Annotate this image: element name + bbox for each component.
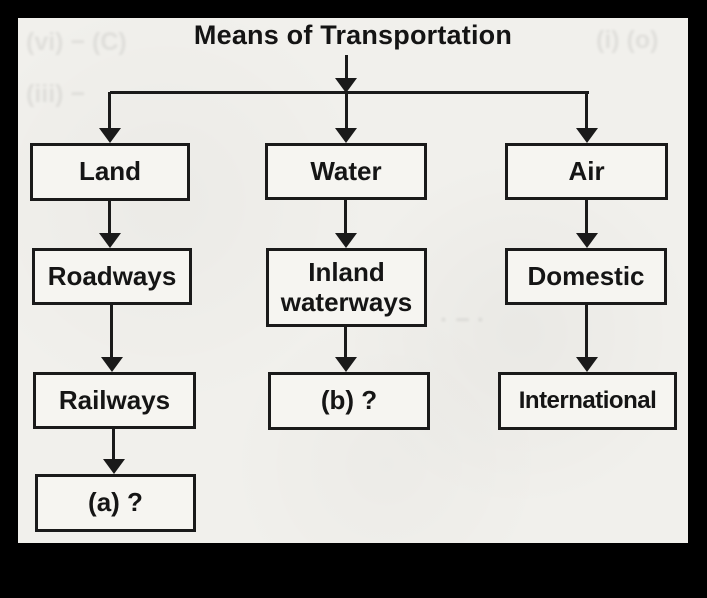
arrowhead-icon [99, 128, 121, 143]
bleedthrough-text: (i) (o) [596, 26, 659, 54]
connector-line [108, 201, 111, 233]
arrowhead-icon [99, 233, 121, 248]
connector-line [108, 92, 111, 128]
branch-rail-line [110, 91, 589, 94]
arrowhead-icon [101, 357, 123, 372]
arrowhead-icon [103, 459, 125, 474]
connector-line [585, 200, 588, 233]
connector-line [344, 327, 347, 357]
node-international: International [498, 372, 677, 430]
connector-line [345, 55, 348, 78]
connector-line [110, 305, 113, 357]
connector-line [112, 429, 115, 459]
node-domestic: Domestic [505, 248, 667, 305]
connector-line [345, 92, 348, 128]
arrowhead-icon [335, 78, 357, 93]
node-inland-waterways: Inland waterways [266, 248, 427, 327]
bleedthrough-text: (vi) − (C) [26, 28, 127, 56]
node-b-unknown: (b) ? [268, 372, 430, 430]
node-water: Water [265, 143, 427, 200]
bleedthrough-text: · − · [440, 306, 486, 334]
arrowhead-icon [335, 233, 357, 248]
diagram-title: Means of Transportation [193, 20, 513, 50]
node-a-unknown: (a) ? [35, 474, 196, 532]
connector-line [585, 305, 588, 357]
connector-line [585, 92, 588, 128]
node-land: Land [30, 143, 190, 201]
arrowhead-icon [335, 128, 357, 143]
arrowhead-icon [335, 357, 357, 372]
node-roadways: Roadways [32, 248, 192, 305]
arrowhead-icon [576, 357, 598, 372]
arrowhead-icon [576, 128, 598, 143]
node-air: Air [505, 143, 668, 200]
node-railways: Railways [33, 372, 196, 429]
arrowhead-icon [576, 233, 598, 248]
bleedthrough-text: (iii) − [26, 80, 86, 108]
connector-line [344, 200, 347, 233]
